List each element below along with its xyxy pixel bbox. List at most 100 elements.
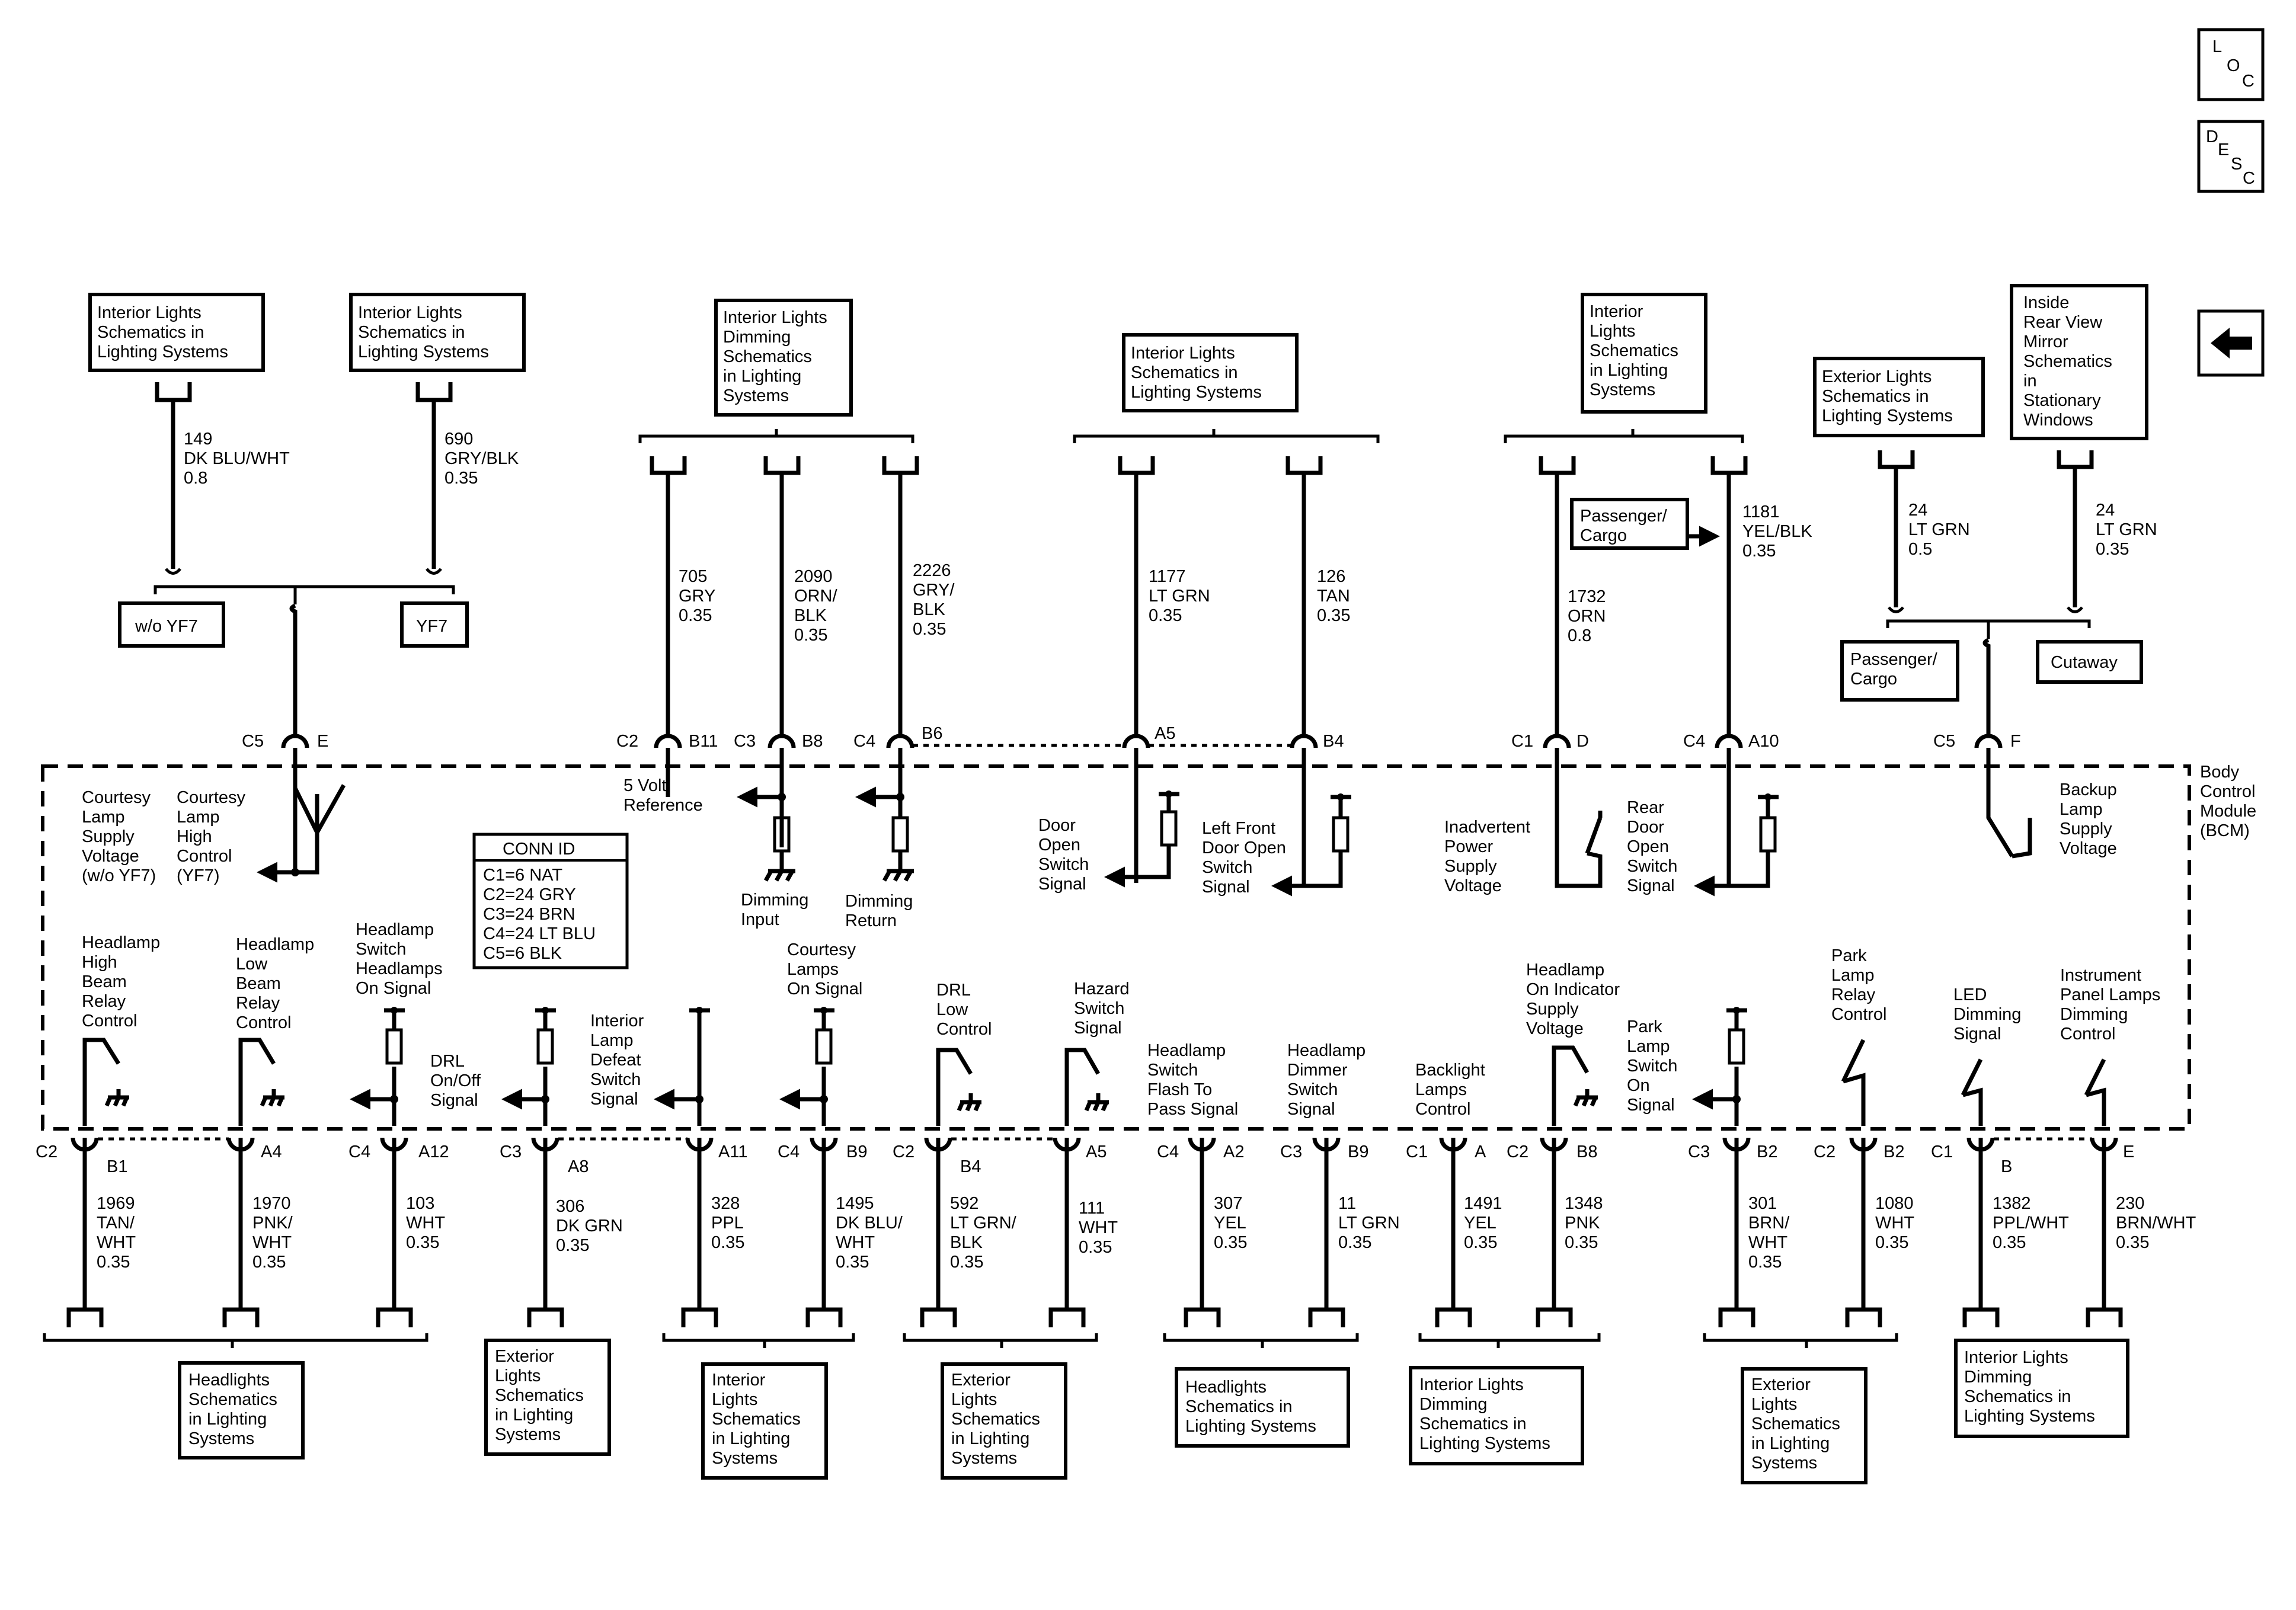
top-ref-box[interactable]: Exterior Lights Schematics in Lighting S… <box>1813 357 1985 437</box>
pin-cavity: D <box>1576 732 1589 751</box>
svg-text:in Lighting: in Lighting <box>495 1406 573 1425</box>
svg-text:Backup: Backup <box>2060 780 2117 799</box>
pin-connector: C2 <box>1507 1142 1528 1161</box>
top-pin-labels: C5 E C2 B11 C3 B8 C4 B6 A5 B4 C1 D C4 A1… <box>242 724 2021 751</box>
svg-text:Signal: Signal <box>590 1090 638 1109</box>
top-ref-box[interactable]: Inside Rear View Mirror Schematics in St… <box>2010 284 2148 440</box>
pin-cavity: B9 <box>1348 1142 1368 1161</box>
pin-cavity: E <box>317 732 328 751</box>
pin-connector: C1 <box>1511 732 1533 751</box>
svg-text:Park: Park <box>1627 1017 1662 1036</box>
svg-text:High: High <box>177 827 212 846</box>
back-button[interactable] <box>2197 309 2265 377</box>
svg-text:Exterior: Exterior <box>951 1371 1011 1390</box>
option-box-passenger-cargo[interactable]: Passenger/ Cargo <box>1840 640 1959 702</box>
svg-text:Lighting Systems: Lighting Systems <box>358 343 489 361</box>
svg-text:5 Volt: 5 Volt <box>623 776 667 795</box>
svg-text:Switch: Switch <box>356 940 406 959</box>
svg-text:Lights: Lights <box>495 1366 541 1385</box>
option-box-passenger-cargo[interactable]: Passenger/ Cargo <box>1570 498 1689 550</box>
svg-text:Signal: Signal <box>1627 876 1675 895</box>
wire-label: GRY/ <box>913 581 955 600</box>
svg-text:Lights: Lights <box>1590 322 1635 341</box>
svg-text:Reference: Reference <box>623 796 703 815</box>
module-name-line-3: Module <box>2200 802 2256 821</box>
bottom-ref-box[interactable]: Exterior Lights Schematics in Lighting S… <box>941 1362 1067 1480</box>
svg-text:Headlights: Headlights <box>188 1371 270 1390</box>
option-box-wo-yf7[interactable]: w/o YF7 <box>118 601 225 648</box>
svg-text:1080: 1080 <box>1875 1194 1914 1213</box>
svg-text:Courtesy: Courtesy <box>177 788 246 807</box>
svg-text:in Lighting: in Lighting <box>951 1429 1029 1448</box>
svg-text:DK BLU/: DK BLU/ <box>836 1214 903 1233</box>
svg-text:Schematics in: Schematics in <box>1185 1397 1293 1416</box>
svg-text:0.35: 0.35 <box>1464 1233 1497 1252</box>
svg-text:Relay: Relay <box>236 994 280 1013</box>
svg-text:Relay: Relay <box>82 992 126 1011</box>
bottom-ref-box[interactable]: Headlights Schematics in Lighting System… <box>1175 1367 1350 1448</box>
pin-cavity: B2 <box>1884 1142 1904 1161</box>
pin-cavity: A10 <box>1748 732 1779 751</box>
svg-text:Passenger/: Passenger/ <box>1580 507 1668 526</box>
bottom-ref-box[interactable]: Headlights Schematics in Lighting System… <box>178 1361 305 1459</box>
svg-text:On: On <box>1627 1076 1650 1095</box>
bcm-top-circuits <box>257 770 2032 886</box>
svg-text:Control: Control <box>2060 1025 2116 1044</box>
pin-connector: C1 <box>1406 1142 1428 1161</box>
wire-label: 2226 <box>913 561 951 580</box>
pin-cavity: B2 <box>1757 1142 1777 1161</box>
svg-text:Beam: Beam <box>236 974 281 993</box>
svg-text:Rear: Rear <box>1627 798 1664 817</box>
top-ref-box[interactable]: Interior Lights Schematics in Lighting S… <box>1581 293 1707 414</box>
bottom-ref-box[interactable]: Exterior Lights Schematics in Lighting S… <box>1741 1367 1868 1484</box>
svg-text:WHT: WHT <box>406 1214 445 1233</box>
pin-cavity: A <box>1475 1142 1486 1161</box>
svg-text:Courtesy: Courtesy <box>787 940 856 959</box>
svg-text:Signal: Signal <box>1074 1019 1122 1038</box>
svg-text:PNK: PNK <box>1565 1214 1600 1233</box>
svg-text:Lamp: Lamp <box>177 808 220 827</box>
bottom-ref-box[interactable]: Interior Lights Dimming Schematics in Li… <box>1954 1339 2129 1438</box>
svg-text:Headlamp: Headlamp <box>82 933 160 952</box>
option-box-yf7[interactable]: YF7 <box>400 601 469 648</box>
conn-id-row: C2=24 GRY <box>483 885 576 904</box>
pin-cavity: A5 <box>1086 1142 1107 1161</box>
wire-label: 0.35 <box>2096 540 2129 559</box>
top-ref-box[interactable]: Interior Lights Dimming Schematics in Li… <box>714 299 853 417</box>
pin-connector: C4 <box>853 732 875 751</box>
svg-text:Lamps: Lamps <box>1415 1080 1467 1099</box>
svg-text:On Indicator: On Indicator <box>1526 980 1620 999</box>
top-ref-box[interactable]: Interior Lights Schematics in Lighting S… <box>88 293 265 372</box>
svg-text:Voltage: Voltage <box>1526 1019 1584 1038</box>
svg-text:306: 306 <box>556 1197 584 1216</box>
svg-text:Headlamps: Headlamps <box>356 959 443 978</box>
svg-text:Interior: Interior <box>712 1371 766 1390</box>
svg-text:Schematics in: Schematics in <box>1822 387 1929 406</box>
wire-label: 0.5 <box>1908 540 1932 559</box>
pin-connector: C4 <box>348 1142 370 1161</box>
bcm-boundary <box>41 764 2191 1131</box>
top-ref-box[interactable]: Interior Lights Schematics in Lighting S… <box>349 293 526 372</box>
svg-text:1491: 1491 <box>1464 1194 1502 1213</box>
svg-text:Lights: Lights <box>951 1390 997 1409</box>
svg-text:Signal: Signal <box>1038 875 1086 894</box>
svg-text:Supply: Supply <box>82 827 135 846</box>
svg-text:On Signal: On Signal <box>356 979 431 998</box>
bottom-ref-box[interactable]: Interior Lights Dimming Schematics in Li… <box>1409 1366 1584 1465</box>
top-wire-labels: 149 DK BLU/WHT 0.8 690 GRY/BLK 0.35 705 … <box>184 430 2157 645</box>
wire-label: 126 <box>1317 567 1345 586</box>
option-box-cutaway[interactable]: Cutaway <box>2036 640 2143 684</box>
desc-button[interactable]: D E S C <box>2197 120 2265 193</box>
svg-text:Relay: Relay <box>1831 985 1876 1004</box>
top-ref-box[interactable]: Interior Lights Schematics in Lighting S… <box>1122 333 1299 412</box>
svg-text:in Lighting: in Lighting <box>1590 361 1668 380</box>
bottom-ref-box[interactable]: Exterior Lights Schematics in Lighting S… <box>484 1339 611 1456</box>
svg-text:DRL: DRL <box>430 1052 465 1071</box>
wire-label: 149 <box>184 430 212 449</box>
loc-button[interactable]: L O C <box>2197 28 2265 101</box>
bottom-ref-box[interactable]: Interior Lights Schematics in Lighting S… <box>701 1362 828 1480</box>
svg-text:WHT: WHT <box>97 1233 136 1252</box>
svg-text:Schematics: Schematics <box>951 1410 1040 1429</box>
wire-label: 690 <box>445 430 473 449</box>
pin-cavity: A11 <box>718 1142 747 1161</box>
